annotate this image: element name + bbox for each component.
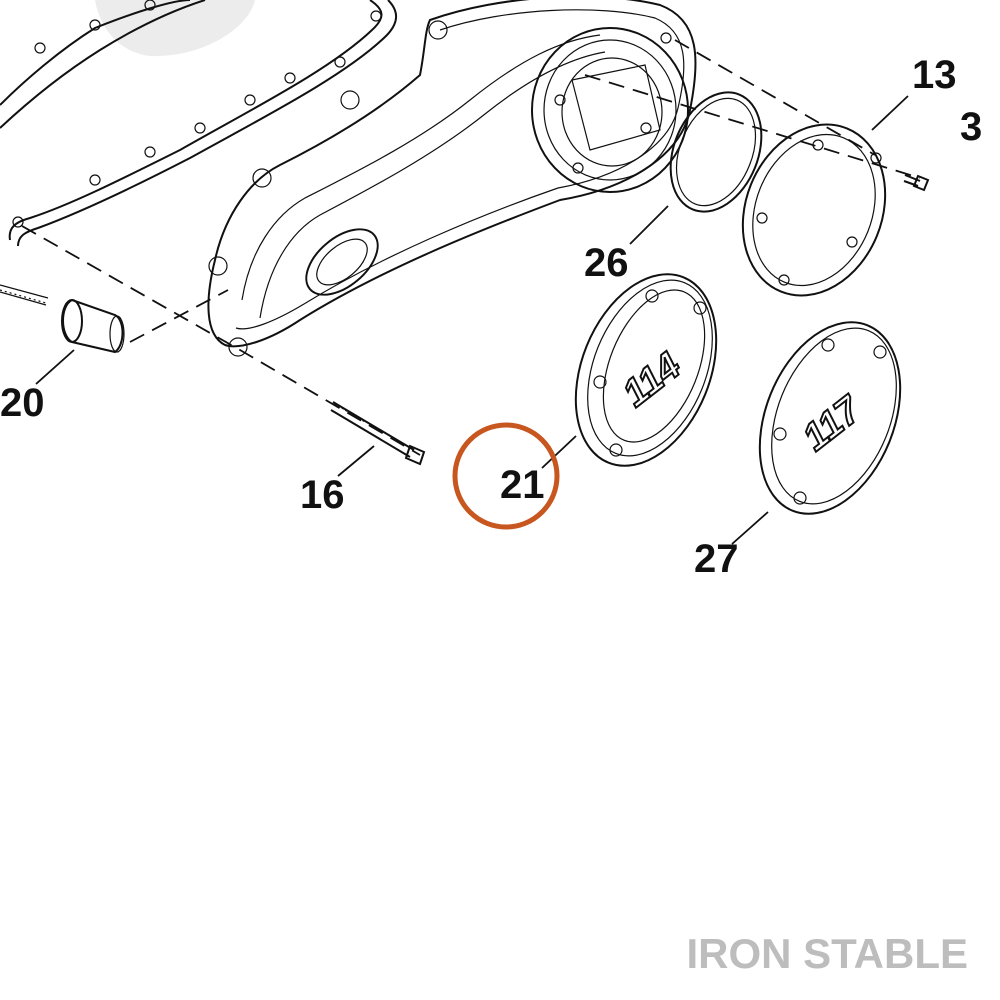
part-label-20: 20 (0, 381, 45, 425)
alignment-lines (21, 39, 921, 456)
part-21-derby-cover: 114 (574, 273, 718, 467)
cover-badge-117: 117 (795, 388, 870, 460)
primary-cover (207, 0, 697, 357)
background-shape (95, 0, 255, 57)
part-label-26: 26 (584, 241, 629, 285)
watermark-text: IRON STABLE (686, 930, 968, 977)
part-20-stud-spacer (0, 284, 125, 354)
part-26-o-ring (669, 91, 763, 213)
part-16-bolt (330, 401, 426, 466)
part-label-27: 27 (694, 537, 739, 581)
part-label-16: 16 (300, 473, 345, 517)
part-label-3: 3 (960, 105, 982, 149)
part-label-13: 13 (912, 53, 957, 97)
part-13-gasket-ring (741, 123, 887, 297)
gasket (0, 0, 397, 247)
leader-lines (35, 95, 909, 545)
part-3-screw (903, 174, 930, 192)
part-label-21: 21 (500, 463, 545, 507)
highlight-circle (452, 422, 560, 530)
cover-badge-114: 114 (615, 345, 689, 415)
part-27-derby-cover: 117 (758, 321, 902, 515)
